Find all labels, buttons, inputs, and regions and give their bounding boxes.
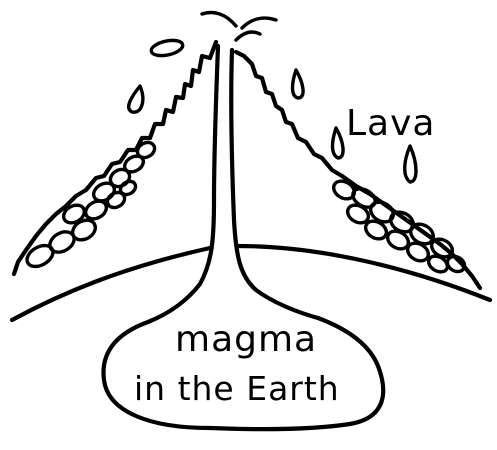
lava-rocks-left [23,139,157,270]
eruption-line-right [242,18,276,28]
eruption-line-left [202,13,236,27]
eruption-line-small [236,32,260,40]
lava-drop [293,70,304,98]
magma-label: magma [175,322,317,358]
lava-drop [129,86,143,112]
lava-drop [150,38,184,58]
eruption-lines [202,13,276,41]
in-the-earth-label: in the Earth [134,372,340,405]
lava-drop [405,146,416,182]
lava-label: Lava [346,106,435,142]
volcano-right-slope [236,52,480,288]
lava-drop [333,128,344,158]
volcano-left-slope [14,42,216,274]
magma-conduit-right [231,50,318,318]
lava-rocks-right [330,178,467,275]
earth-surface-curve [12,248,210,320]
